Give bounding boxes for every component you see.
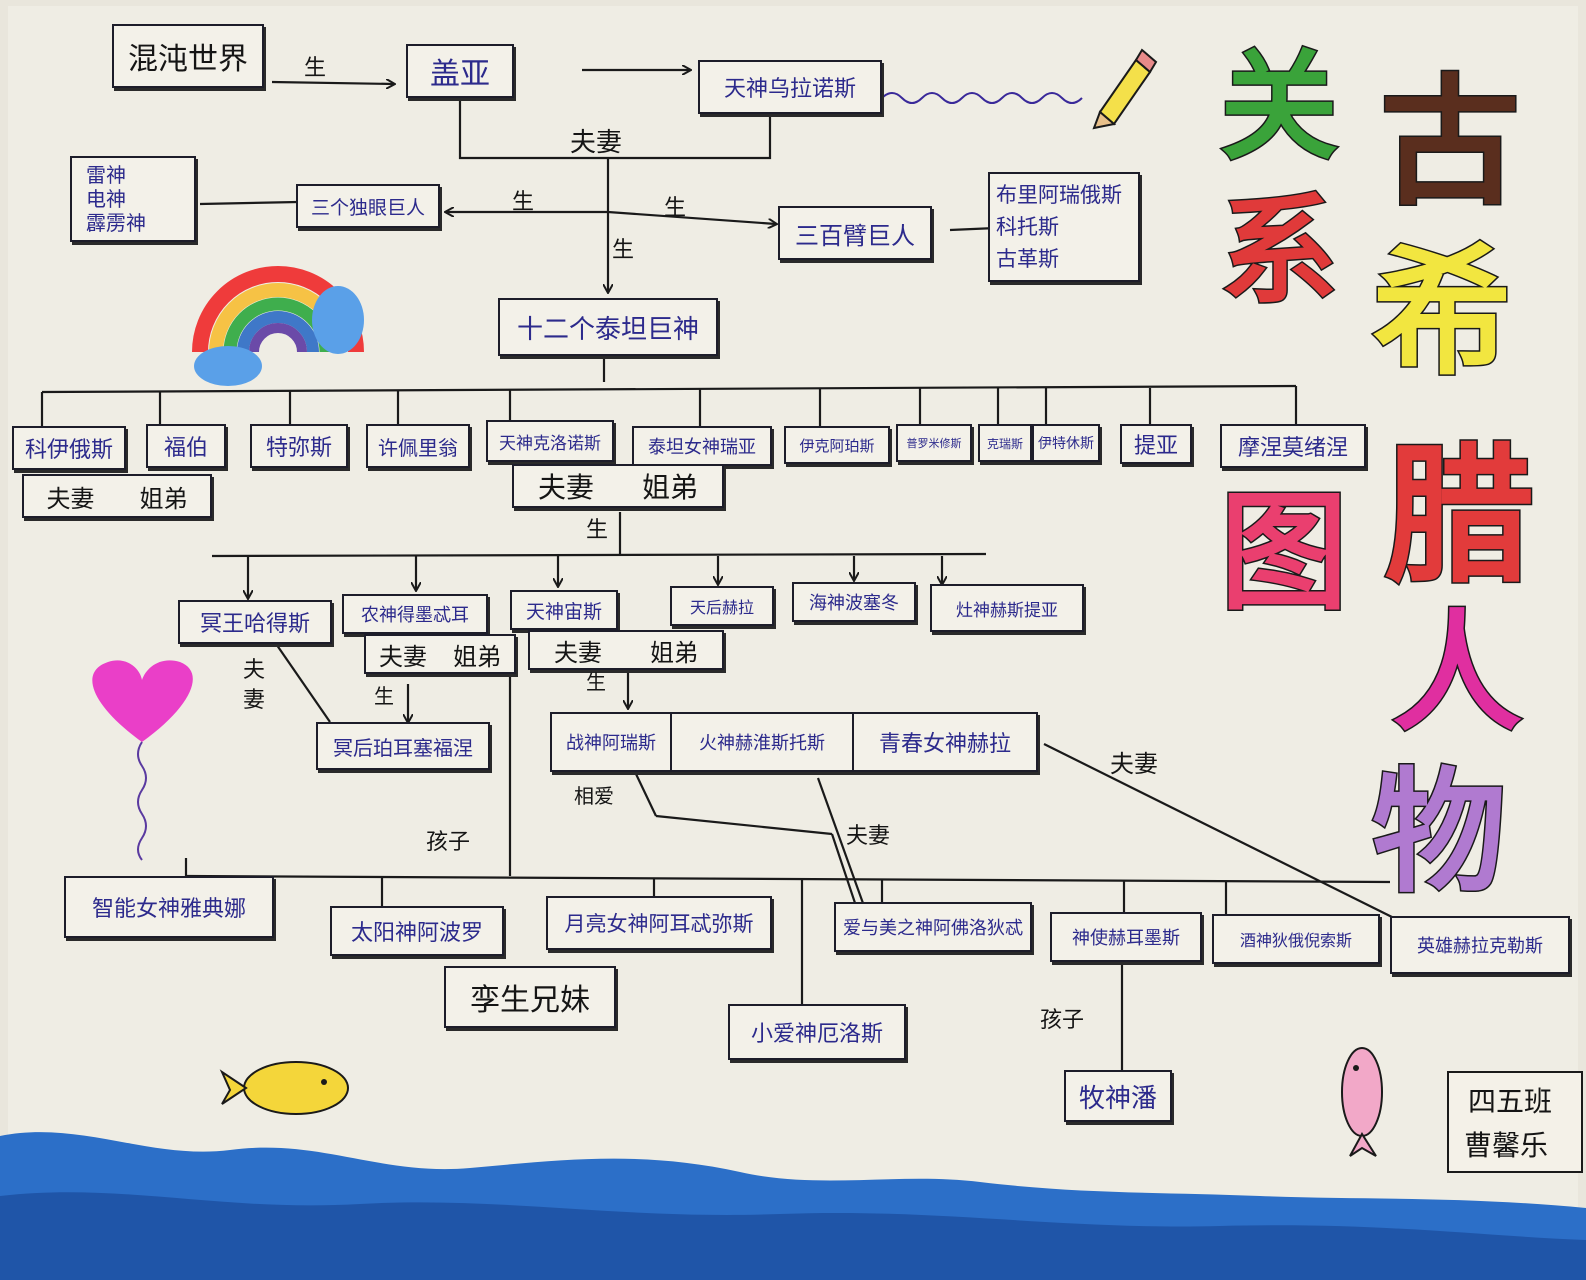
persephone-box: 冥后珀耳塞福涅 bbox=[316, 722, 490, 770]
couple-label: 夫妻 bbox=[46, 484, 95, 513]
uranus-box: 天神乌拉诺斯 bbox=[698, 60, 882, 114]
twins-box: 孪生兄妹 bbox=[444, 966, 616, 1028]
zeus-box: 天神宙斯 bbox=[510, 590, 618, 630]
couple-label: 夫妻 bbox=[537, 471, 594, 504]
title-char-xi: 系 bbox=[1218, 182, 1339, 320]
cottus: 科托斯 bbox=[996, 215, 1059, 239]
thunder-god: 雷神 bbox=[86, 163, 126, 187]
ares: 战神阿瑞斯 bbox=[552, 714, 672, 770]
titan-theia: 提亚 bbox=[1120, 424, 1192, 464]
born-label-persephone: 生 bbox=[374, 684, 394, 708]
born-label-1: 生 bbox=[304, 56, 327, 81]
born-label-titans: 生 bbox=[612, 238, 635, 263]
titans-box: 十二个泰坦巨神 bbox=[498, 298, 718, 356]
titan-themis: 特弥斯 bbox=[250, 424, 348, 468]
couple-label-heracles: 夫妻 bbox=[1110, 750, 1158, 778]
cyclopes-box: 三个独眼巨人 bbox=[296, 184, 440, 228]
title-char-xi2: 希 bbox=[1370, 232, 1513, 395]
born-label-hera-children: 生 bbox=[586, 670, 606, 694]
titan-phoebe: 福伯 bbox=[146, 424, 226, 468]
child-label-zeus: 孩子 bbox=[426, 830, 471, 855]
gyges: 古革斯 bbox=[996, 247, 1059, 271]
apollo-box: 太阳神阿波罗 bbox=[330, 906, 504, 956]
chaos-box: 混沌世界 bbox=[112, 24, 264, 88]
couple-label-aphrodite: 夫妻 bbox=[846, 824, 891, 849]
titan-cronus: 天神克洛诺斯 bbox=[486, 420, 614, 462]
thunderbolt-god: 霹雳神 bbox=[86, 211, 146, 235]
hestia-box: 灶神赫斯提亚 bbox=[930, 584, 1084, 632]
hundred-handed-names-box: 布里阿瑞俄斯 科托斯 古革斯 bbox=[988, 172, 1140, 282]
titan-iapetus: 伊克阿珀斯 bbox=[784, 426, 890, 464]
titan-mnemosyne: 摩涅莫绪涅 bbox=[1220, 424, 1366, 468]
eros-box: 小爱神厄洛斯 bbox=[728, 1004, 906, 1060]
born-label-cyclopes: 生 bbox=[512, 190, 535, 215]
title-char-la: 腊 bbox=[1382, 430, 1535, 604]
born-label-hundred: 生 bbox=[664, 196, 687, 221]
hundred-handed-box: 三百臂巨人 bbox=[778, 206, 932, 260]
siblings-label: 姐弟 bbox=[453, 642, 501, 671]
signature-author: 曹馨乐 bbox=[1464, 1129, 1549, 1162]
title-char-gu: 古 bbox=[1378, 62, 1521, 225]
zeus-hera-relation: 夫妻 姐弟 bbox=[528, 630, 724, 670]
hermes-box: 神使赫耳墨斯 bbox=[1050, 912, 1202, 962]
poseidon-box: 海神波塞冬 bbox=[792, 582, 916, 622]
rainbow-icon bbox=[192, 266, 364, 386]
couple-label: 夫妻 bbox=[379, 642, 427, 671]
hera-children-row: 战神阿瑞斯 火神赫淮斯托斯 青春女神赫拉 bbox=[550, 712, 1038, 772]
hebe: 青春女神赫拉 bbox=[878, 732, 1011, 757]
demeter-box: 农神得墨忒耳 bbox=[342, 594, 488, 634]
title-char-ren: 人 bbox=[1390, 597, 1523, 749]
lightning-god: 电神 bbox=[86, 187, 126, 211]
athena-box: 智能女神雅典娜 bbox=[64, 876, 274, 938]
titan-prometheus: 普罗米修斯 bbox=[896, 424, 972, 462]
title-char-wu: 物 bbox=[1370, 755, 1507, 911]
pink-fish-icon bbox=[1341, 1047, 1383, 1157]
pencil-icon bbox=[1092, 48, 1158, 130]
siblings-label: 姐弟 bbox=[139, 484, 188, 513]
heracles-box: 英雄赫拉克勒斯 bbox=[1390, 916, 1570, 974]
signature-class: 四五班 bbox=[1468, 1085, 1553, 1118]
cronus-rhea-relation: 夫妻 姐弟 bbox=[512, 464, 724, 508]
dionysus-box: 酒神狄俄倪索斯 bbox=[1212, 914, 1380, 964]
couple-label-hades: 夫妻 bbox=[242, 658, 265, 713]
titan-coeus: 科伊俄斯 bbox=[12, 426, 126, 470]
yellow-fish-icon bbox=[219, 1061, 349, 1115]
coeus-phoebe-relation: 夫妻 姐弟 bbox=[22, 474, 212, 518]
hades-box: 冥王哈得斯 bbox=[178, 600, 332, 644]
title-char-tu: 图 bbox=[1218, 479, 1349, 628]
briareus: 布里阿瑞俄斯 bbox=[996, 183, 1122, 207]
thunder-gods-box: 雷神 电神 霹雳神 bbox=[70, 156, 196, 242]
gaia-box: 盖亚 bbox=[406, 44, 514, 98]
titan-rhea: 泰坦女神瑞亚 bbox=[632, 426, 772, 466]
title-char-guan: 关 bbox=[1218, 38, 1339, 176]
lovers-label: 相爱 bbox=[574, 784, 614, 808]
pan-box: 牧神潘 bbox=[1064, 1070, 1172, 1122]
artemis-box: 月亮女神阿耳忒弥斯 bbox=[546, 896, 772, 950]
titan-thetis: 伊特休斯 bbox=[1032, 424, 1100, 462]
heart-balloon-icon bbox=[92, 660, 193, 861]
demeter-relation: 夫妻 姐弟 bbox=[364, 634, 516, 674]
born-label-olympians: 生 bbox=[586, 518, 609, 543]
siblings-label: 姐弟 bbox=[650, 638, 698, 667]
hera-box: 天后赫拉 bbox=[670, 586, 774, 626]
hephaestus: 火神赫淮斯托斯 bbox=[672, 714, 854, 770]
aphrodite-box: 爱与美之神阿佛洛狄忒 bbox=[834, 902, 1032, 952]
couple-label: 夫妻 bbox=[554, 638, 602, 667]
child-label-hermes: 孩子 bbox=[1040, 1008, 1085, 1033]
couple-label-gaia-uranus: 夫妻 bbox=[570, 128, 623, 158]
siblings-label: 姐弟 bbox=[641, 471, 698, 504]
titan-crius: 克瑞斯 bbox=[978, 424, 1032, 462]
titan-hyperion: 许佩里翁 bbox=[366, 424, 470, 468]
